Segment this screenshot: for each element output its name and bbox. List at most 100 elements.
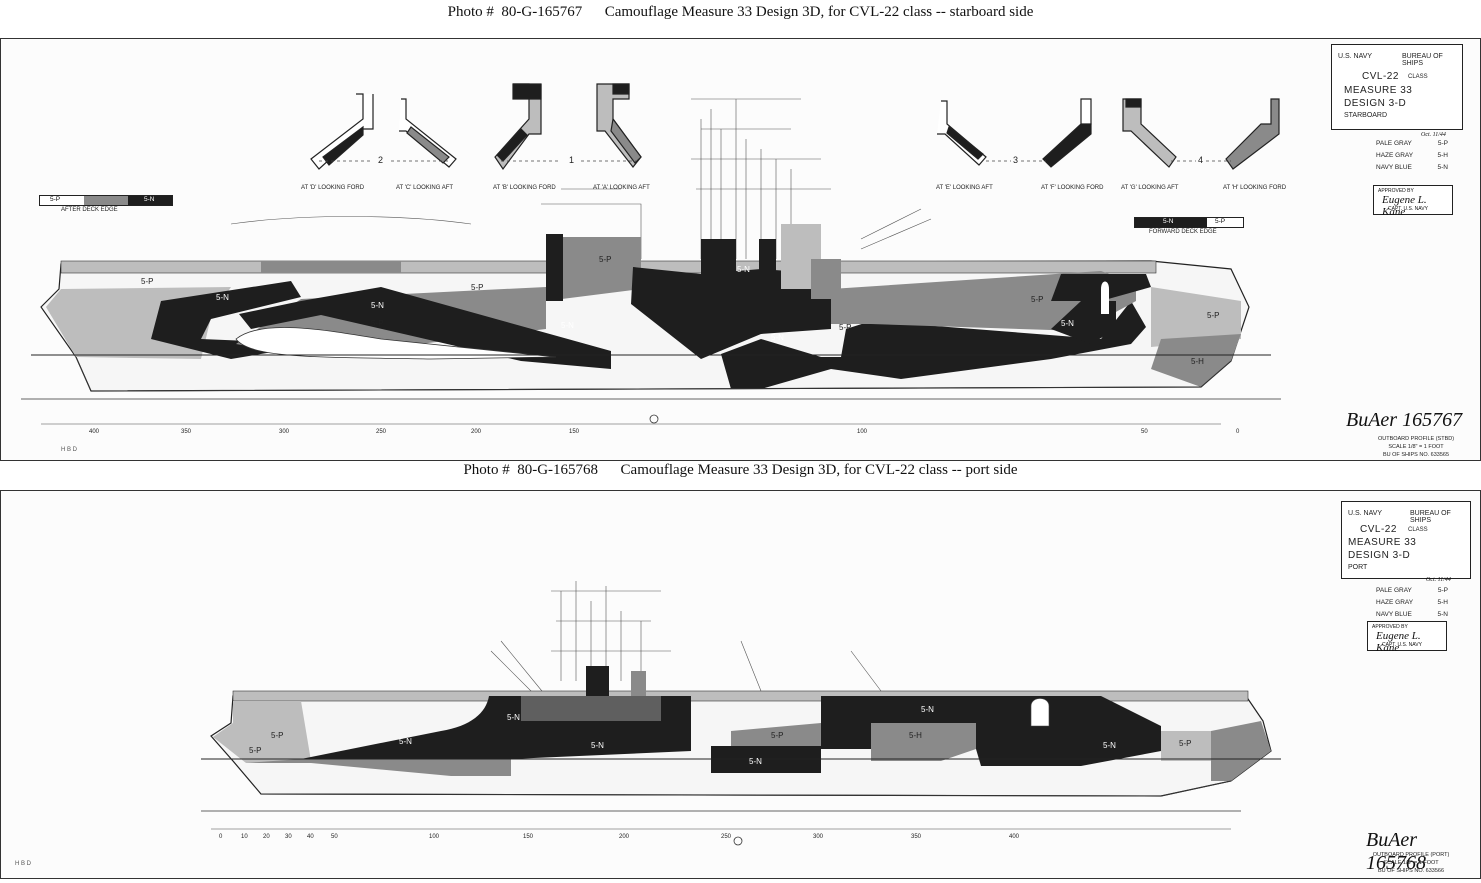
title-block-class: CVL-22 <box>1360 524 1397 535</box>
camo-label: 5-N <box>216 293 229 302</box>
section-number: 2 <box>378 155 384 165</box>
title-block-side: PORT <box>1348 564 1368 571</box>
section-caption: AT 'C' LOOKING AFT <box>396 185 454 191</box>
bureau-number-starboard: BuAer 165767 <box>1346 409 1463 431</box>
camo-label: 5-N <box>561 321 574 330</box>
frame-label: 0 <box>219 834 223 840</box>
camo-label: 5-N <box>591 741 604 750</box>
camo-label: 5-P <box>271 731 284 740</box>
frame-label: 350 <box>911 834 922 840</box>
section-number: 4 <box>1198 155 1204 165</box>
draftsman-initials: H B D <box>61 447 78 453</box>
profile-line: SCALE 1/8" = 1 FOOT <box>1388 444 1444 450</box>
forward-deck-edge-label: FORWARD DECK EDGE <box>1149 229 1217 235</box>
approval-label: APPROVED BY <box>1372 624 1408 630</box>
camo-label: 5-N <box>749 757 762 766</box>
frame-label: 0 <box>1236 429 1240 435</box>
approval-stamp-starboard: APPROVED BY Eugene L. Kane CAPT. U.S. NA… <box>1373 185 1453 218</box>
frame-label: 250 <box>721 834 732 840</box>
section-number: 3 <box>1013 155 1019 165</box>
frame-label: 50 <box>1141 429 1148 435</box>
camo-label: 5-N <box>771 333 784 342</box>
forward-deck-edge-swatch: 5-N 5-P <box>1134 217 1244 228</box>
title-block-starboard: U.S. NAVY BUREAU OF SHIPS CVL-22 CLASS M… <box>1331 44 1463 130</box>
frame-label: 400 <box>89 429 100 435</box>
approval-label: APPROVED BY <box>1378 188 1414 194</box>
camo-label: 5-P <box>1031 295 1044 304</box>
swatch-code: 5-P <box>50 196 61 203</box>
title-block-port: U.S. NAVY BUREAU OF SHIPS CVL-22 CLASS M… <box>1341 501 1471 579</box>
camo-label: 5-N <box>371 301 384 310</box>
profile-line: OUTBOARD PROFILE (STBD) <box>1377 436 1455 442</box>
frame-label: 100 <box>857 429 868 435</box>
section-caption: AT 'F' LOOKING FORD <box>1041 185 1104 191</box>
section-number: 1 <box>569 155 575 165</box>
profile-line: OUTBOARD PROFILE (PORT) <box>1372 852 1450 858</box>
section-caption: AT 'H' LOOKING FORD <box>1223 185 1287 191</box>
approval-signature: Eugene L. Kane <box>1382 194 1427 218</box>
title-block-navy: U.S. NAVY <box>1348 510 1383 517</box>
camo-label: 5-N <box>921 705 934 714</box>
camo-label: 5-N <box>737 265 750 274</box>
approval-stamp-port: APPROVED BY Eugene L. Kane CAPT. U.S. NA… <box>1367 621 1447 654</box>
frame-label: 200 <box>471 429 482 435</box>
frame-label: 10 <box>241 834 248 840</box>
profile-line: BU OF SHIPS NO. 633565 <box>1382 452 1450 458</box>
camo-label: 5-N <box>399 737 412 746</box>
outboard-profile-port: OUTBOARD PROFILE (PORT) SCALE 1/8" = 1 F… <box>1356 851 1466 875</box>
camo-label: 5-P <box>371 319 384 328</box>
camo-label: 5-P <box>839 323 852 332</box>
bureau-number-port: BuAer 165768 <box>1366 829 1426 874</box>
title-block-side: STARBOARD <box>1344 112 1388 119</box>
profile-line: SCALE 1/8" = 1 FOOT <box>1383 860 1439 866</box>
frame-label: 150 <box>523 834 534 840</box>
port-drawing-sheet: 5-P 5-N 5-N 5-N 5-N 5-H 5-P 5-N 5-P 5-N … <box>0 490 1481 879</box>
frame-label: 250 <box>376 429 387 435</box>
profile-line: BU OF SHIPS NO. 633566 <box>1377 868 1445 874</box>
photo-caption-port: Photo # 80-G-165768 Camouflage Measure 3… <box>463 462 1018 478</box>
camo-label: 5-P <box>771 731 784 740</box>
title-block-class: CVL-22 <box>1362 71 1399 82</box>
section-caption: AT 'G' LOOKING AFT <box>1121 185 1179 191</box>
frame-label: 300 <box>813 834 824 840</box>
draftsman-initials: H B D <box>15 861 32 867</box>
camo-label: 5-P <box>141 277 154 286</box>
cross-sections-starboard <box>310 83 1280 171</box>
title-block-design: DESIGN 3-D <box>1344 98 1407 109</box>
camo-label: 5-H <box>1191 357 1204 366</box>
swatch-code: 5-N <box>1163 218 1174 225</box>
title-block-class-word: CLASS <box>1408 527 1428 533</box>
camo-label: 5-P <box>1207 311 1220 320</box>
camo-label: 5-N <box>1103 741 1116 750</box>
title-block-navy: U.S. NAVY <box>1338 53 1373 60</box>
drawing-date: Oct. 11/44 <box>1421 132 1446 138</box>
starboard-ship-profile <box>21 83 1281 425</box>
frame-label: 20 <box>263 834 270 840</box>
approval-title: CAPT. U.S. NAVY <box>1388 206 1428 212</box>
title-block-measure: MEASURE 33 <box>1344 85 1413 96</box>
frame-label: 300 <box>279 429 290 435</box>
approval-title: CAPT. U.S. NAVY <box>1382 642 1422 648</box>
frame-label: 40 <box>307 834 314 840</box>
camo-label: 5-P <box>249 746 262 755</box>
outboard-profile-starboard: OUTBOARD PROFILE (STBD) SCALE 1/8" = 1 F… <box>1361 435 1471 459</box>
camo-label: 5-N <box>1061 319 1074 328</box>
camo-label: 5-P <box>599 255 612 264</box>
photo-caption-starboard: Photo # 80-G-165767 Camouflage Measure 3… <box>447 4 1034 20</box>
title-block-bureau: BUREAU OF SHIPS <box>1402 53 1443 67</box>
approval-signature: Eugene L. Kane <box>1376 630 1421 654</box>
frame-label: 200 <box>619 834 630 840</box>
title-block-bureau: BUREAU OF SHIPS <box>1410 510 1451 524</box>
camo-label: 5-H <box>909 731 922 740</box>
frame-label: 150 <box>569 429 580 435</box>
title-block-class-word: CLASS <box>1408 74 1428 80</box>
section-caption: AT 'B' LOOKING FORD <box>493 185 556 191</box>
port-ship-profile <box>201 581 1281 846</box>
